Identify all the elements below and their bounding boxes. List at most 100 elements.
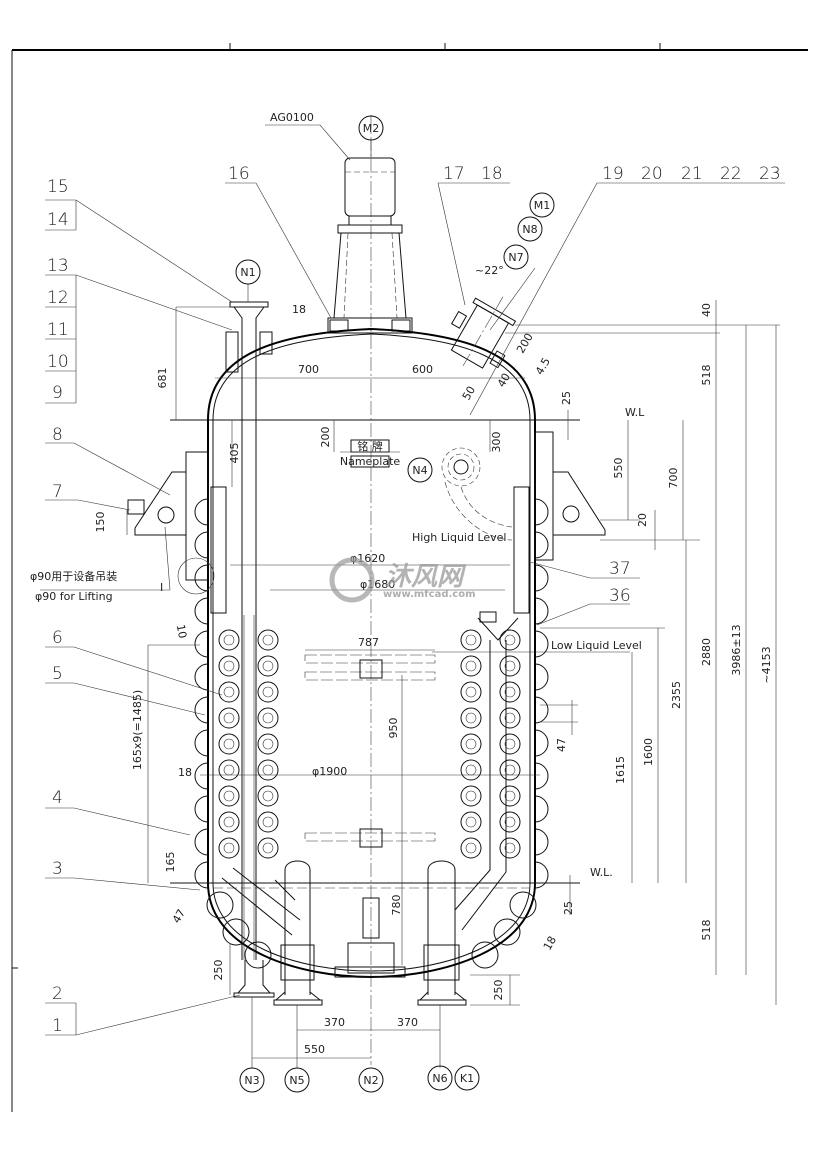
dimension-labels: 681 18 700 600 200 4.5 40 50 40 518 25 2… <box>94 303 773 1056</box>
coil-tube <box>257 707 279 729</box>
dimension-label: 518 <box>700 365 713 386</box>
coil-tube-bore <box>223 790 235 802</box>
jacket-half-pipe <box>194 828 209 856</box>
part-number: 22 <box>720 164 742 184</box>
dimension-label: 1600 <box>642 738 655 766</box>
jacket-half-pipe <box>534 795 549 823</box>
dimension-label: 47 <box>170 907 188 926</box>
nozzle-n1-dip-pipe <box>225 301 273 960</box>
jacket-half-pipe <box>194 597 209 625</box>
jacket-half-pipe <box>534 564 549 592</box>
coil-tube <box>257 759 279 781</box>
part-number: 5 <box>52 664 63 684</box>
jacket-half-pipe <box>534 498 549 526</box>
dimension-label: 700 <box>667 468 680 489</box>
dimension-label: 40 <box>495 371 513 390</box>
svg-text:N8: N8 <box>522 223 537 236</box>
coil-tube-bore <box>223 634 235 646</box>
coil-tube-bore <box>262 764 274 776</box>
dimension-label: 18 <box>178 766 192 779</box>
tag-n6: N6 <box>427 1065 453 1091</box>
jacket-half-pipe <box>194 729 209 757</box>
jacket-half-pipe <box>534 828 549 856</box>
nameplate: 铭 牌 Nameplate <box>340 439 401 468</box>
jacket-half-pipe <box>194 630 209 658</box>
dimension-label: 40 <box>700 303 713 317</box>
coil-tube-bore <box>262 842 274 854</box>
part-number: 14 <box>47 210 69 230</box>
coil-tube <box>460 837 482 859</box>
dimension-label: 25 <box>562 901 575 915</box>
dimension-label: 150 <box>94 512 107 533</box>
coil-tube <box>460 681 482 703</box>
coil-tube-bore <box>504 634 516 646</box>
coil-tube <box>499 785 521 807</box>
dimension-label: 405 <box>228 443 241 464</box>
watermark-brand: 沐风网 <box>385 562 467 592</box>
part-number: 9 <box>52 383 63 403</box>
dimension-label: 18 <box>292 303 306 316</box>
support-lug-right <box>513 431 606 614</box>
tag-m1: M1 <box>529 192 555 218</box>
jacket-half-pipe <box>244 941 272 969</box>
coil-tube-bore <box>504 738 516 750</box>
weld-line-top: W.L <box>625 406 645 419</box>
part-number: 2 <box>52 984 63 1004</box>
coil-tube <box>460 629 482 651</box>
dimension-lines <box>126 300 780 1068</box>
nozzle-angle: ~22° <box>475 264 504 277</box>
jacket-half-pipe <box>194 795 209 823</box>
svg-text:N2: N2 <box>363 1074 378 1087</box>
coil-tube <box>499 681 521 703</box>
coil-tube-bore <box>262 634 274 646</box>
tag-n8: N8 <box>517 216 543 242</box>
part-number: 8 <box>52 425 63 445</box>
svg-text:N3: N3 <box>244 1074 259 1087</box>
part-number: 7 <box>52 482 63 502</box>
coil-tube <box>257 811 279 833</box>
agitator-impellers <box>304 654 436 978</box>
coil-tube <box>460 759 482 781</box>
coil-tube <box>499 837 521 859</box>
dimension-label: 370 <box>397 1016 418 1029</box>
coil-tube <box>499 759 521 781</box>
coil-tube-bore <box>262 712 274 724</box>
coil-tube-bore <box>262 660 274 672</box>
dimension-label: 200 <box>514 331 536 356</box>
tag-n7: N7 <box>503 244 529 270</box>
jacket-half-pipe <box>194 498 209 526</box>
dimension-label: 700 <box>298 363 319 376</box>
coil-tube <box>460 655 482 677</box>
coil-tube-bore <box>504 660 516 672</box>
part-number: 3 <box>52 859 63 879</box>
coil-tube-bore <box>465 790 477 802</box>
part-number: 20 <box>641 164 663 184</box>
part-number: 36 <box>609 586 631 606</box>
coil-tube <box>499 629 521 651</box>
coil-tube <box>460 707 482 729</box>
dimension-label: φ1900 <box>312 765 347 778</box>
part-numbers: 15 14 13 12 11 10 9 8 7 6 5 4 3 2 1 16 1… <box>47 164 781 1036</box>
part-number: 21 <box>681 164 703 184</box>
part-number: 18 <box>481 164 503 184</box>
coil-tube <box>257 655 279 677</box>
coil-tube <box>218 759 240 781</box>
dimension-label: 518 <box>700 920 713 941</box>
jacket-half-pipe <box>194 531 209 559</box>
coil-tube <box>218 629 240 651</box>
coil-tube <box>218 785 240 807</box>
jacket-half-pipe <box>534 762 549 790</box>
weld-line-bottom: W.L. <box>590 866 613 879</box>
jacket-half-pipe <box>194 663 209 691</box>
coil-tube-bore <box>504 686 516 698</box>
dimension-label: 250 <box>212 960 225 981</box>
jacket-half-pipe <box>206 891 234 919</box>
part-number: 17 <box>443 164 465 184</box>
svg-text:N4: N4 <box>412 464 427 477</box>
coil-tube <box>499 655 521 677</box>
dimension-label: 2355 <box>670 681 683 709</box>
coil-tube-bore <box>465 842 477 854</box>
dimension-label: 47 <box>555 738 568 752</box>
coil-tube <box>257 629 279 651</box>
coil-tube <box>460 733 482 755</box>
